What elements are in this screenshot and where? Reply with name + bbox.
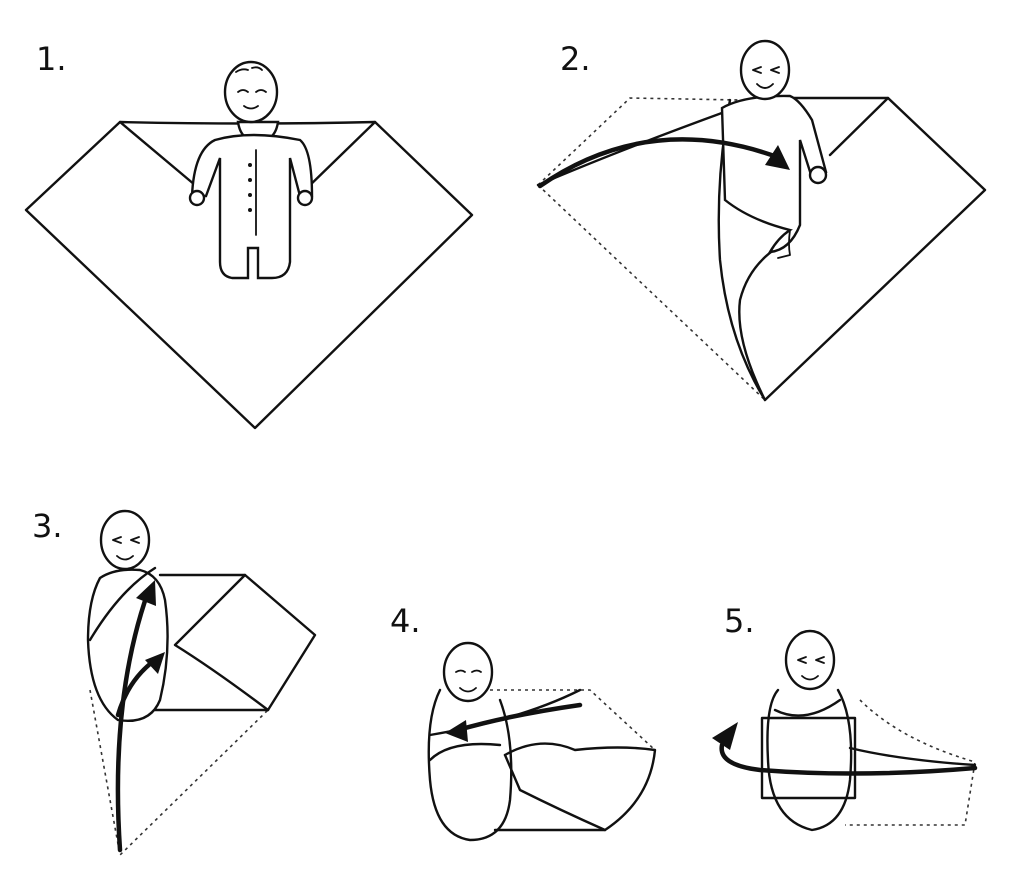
step-1: 1. bbox=[24, 40, 474, 430]
step-4-arrow bbox=[455, 702, 583, 733]
step-4-outline-dashed bbox=[490, 689, 656, 751]
step-4-number: 4. bbox=[390, 602, 421, 640]
step-5-number: 5. bbox=[724, 602, 755, 640]
step-3-wrapped-body bbox=[86, 568, 169, 722]
step-2-arrow bbox=[537, 137, 783, 189]
step-2-arrowhead bbox=[765, 145, 790, 170]
step-3: 3. bbox=[32, 507, 317, 857]
step-1-baby bbox=[188, 60, 314, 280]
step-4-blanket bbox=[493, 742, 657, 832]
step-5-wrapped-body bbox=[766, 688, 853, 832]
step-5-outline-dashed bbox=[845, 699, 976, 826]
step-2-outline-dashed bbox=[537, 97, 766, 401]
step-2-blanket bbox=[763, 96, 987, 402]
step-1-number: 1. bbox=[36, 40, 67, 78]
step-1-top-fold bbox=[118, 120, 377, 192]
step-2-number: 2. bbox=[560, 40, 591, 78]
step-3-blanket bbox=[153, 573, 317, 712]
step-2-left-flap bbox=[717, 98, 792, 402]
step-3-number: 3. bbox=[32, 507, 63, 545]
step-4: 4. bbox=[390, 602, 657, 842]
step-5: 5. bbox=[712, 602, 978, 832]
step-3-arrow-long bbox=[115, 589, 151, 853]
step-4-wrapped-body bbox=[427, 688, 513, 842]
step-5-arrow bbox=[719, 742, 978, 776]
step-5-tail-flap bbox=[848, 746, 977, 767]
step-2: 2. bbox=[536, 39, 987, 402]
